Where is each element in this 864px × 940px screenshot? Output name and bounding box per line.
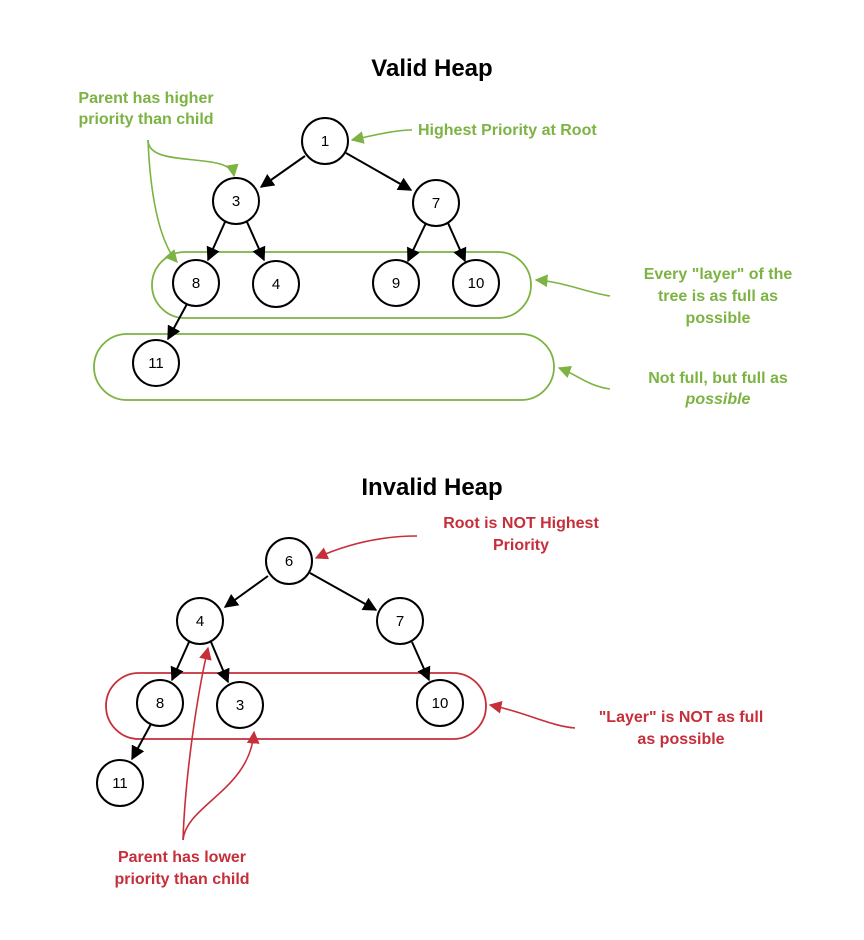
invalid-node-3: 3 xyxy=(216,681,264,729)
valid-full-layer-outline xyxy=(151,251,532,319)
valid-notfull-note-line2: possible xyxy=(685,391,751,408)
valid-node-11: 11 xyxy=(132,339,180,387)
edge-7-10 xyxy=(447,222,467,263)
valid-parent-arrow-to-3 xyxy=(147,139,239,178)
valid-notfull-arrow xyxy=(557,365,611,390)
invalid-node-11-label: 11 xyxy=(112,775,128,792)
valid-layer-arrow xyxy=(534,274,611,297)
valid-node-8: 8 xyxy=(172,259,220,307)
edge-3-4 xyxy=(246,221,266,262)
invalid-node-10-label: 10 xyxy=(432,695,449,712)
valid-node-10: 10 xyxy=(452,259,500,307)
valid-heap-title: Valid Heap xyxy=(371,55,492,82)
invalid-node-3-label: 3 xyxy=(236,697,244,714)
invalid-node-7-label: 7 xyxy=(396,613,404,630)
invalid-node-4-label: 4 xyxy=(196,613,204,630)
invalid-node-7: 7 xyxy=(376,597,424,645)
invalid-edges xyxy=(131,572,431,761)
edge-4-8 xyxy=(170,641,190,682)
valid-node-10-label: 10 xyxy=(468,275,485,292)
valid-node-7-label: 7 xyxy=(432,195,440,212)
edge-4-3 xyxy=(210,641,230,684)
valid-layer-note-line3: possible xyxy=(686,310,751,327)
valid-node-1-label: 1 xyxy=(321,133,329,150)
valid-last-layer-outline xyxy=(93,333,555,401)
valid-notfull-note-line1: Not full, but full as xyxy=(648,370,788,387)
edge-1-3 xyxy=(259,155,306,188)
edge-6-7 xyxy=(309,572,378,611)
invalid-node-11: 11 xyxy=(96,759,144,807)
invalid-node-6-label: 6 xyxy=(285,553,293,570)
valid-node-11-label: 11 xyxy=(148,355,164,372)
invalid-root-note-line1: Root is NOT Highest xyxy=(443,515,599,532)
valid-node-8-label: 8 xyxy=(192,275,200,292)
valid-parent-note-line2: priority than child xyxy=(78,111,213,128)
edge-1-7 xyxy=(345,152,413,191)
valid-node-9-label: 9 xyxy=(392,275,400,292)
edge-6-4 xyxy=(223,575,269,608)
invalid-root-note-line2: Priority xyxy=(493,537,549,554)
invalid-parent-note-line2: priority than child xyxy=(114,871,249,888)
valid-node-9: 9 xyxy=(372,259,420,307)
valid-node-3-label: 3 xyxy=(232,193,240,210)
invalid-node-8: 8 xyxy=(136,679,184,727)
valid-node-4-label: 4 xyxy=(272,276,280,293)
edge-7-9 xyxy=(407,222,427,263)
edge-8-11 xyxy=(167,303,188,341)
valid-node-3: 3 xyxy=(212,177,260,225)
valid-node-4: 4 xyxy=(252,260,300,308)
invalid-root-arrow xyxy=(314,535,418,560)
invalid-layer-note-line1: "Layer" is NOT as full xyxy=(599,709,764,726)
valid-root-arrow xyxy=(350,129,413,144)
invalid-layer-arrow xyxy=(488,700,576,729)
valid-node-1: 1 xyxy=(301,117,349,165)
invalid-node-6: 6 xyxy=(265,537,313,585)
invalid-parent-note-line1: Parent has lower xyxy=(118,849,246,866)
invalid-layer-outline xyxy=(105,672,487,740)
valid-edges xyxy=(167,152,467,341)
valid-parent-note-line1: Parent has higher xyxy=(78,90,213,107)
invalid-heap-title: Invalid Heap xyxy=(361,474,502,501)
invalid-node-10: 10 xyxy=(416,679,464,727)
valid-root-note: Highest Priority at Root xyxy=(418,122,597,139)
invalid-parent-arrow-to-3 xyxy=(182,730,260,841)
invalid-parent-arrow-to-4 xyxy=(182,646,212,841)
invalid-node-4: 4 xyxy=(176,597,224,645)
valid-parent-arrow-to-8 xyxy=(147,139,178,263)
edge-8-11 xyxy=(131,723,152,761)
valid-layer-note-line1: Every "layer" of the xyxy=(644,266,793,283)
invalid-node-8-label: 8 xyxy=(156,695,164,712)
valid-node-7: 7 xyxy=(412,179,460,227)
invalid-layer-note-line2: as possible xyxy=(637,731,724,748)
edge-7-10 xyxy=(411,641,431,682)
valid-layer-note-line2: tree is as full as xyxy=(658,288,778,305)
edge-3-8 xyxy=(206,221,226,262)
